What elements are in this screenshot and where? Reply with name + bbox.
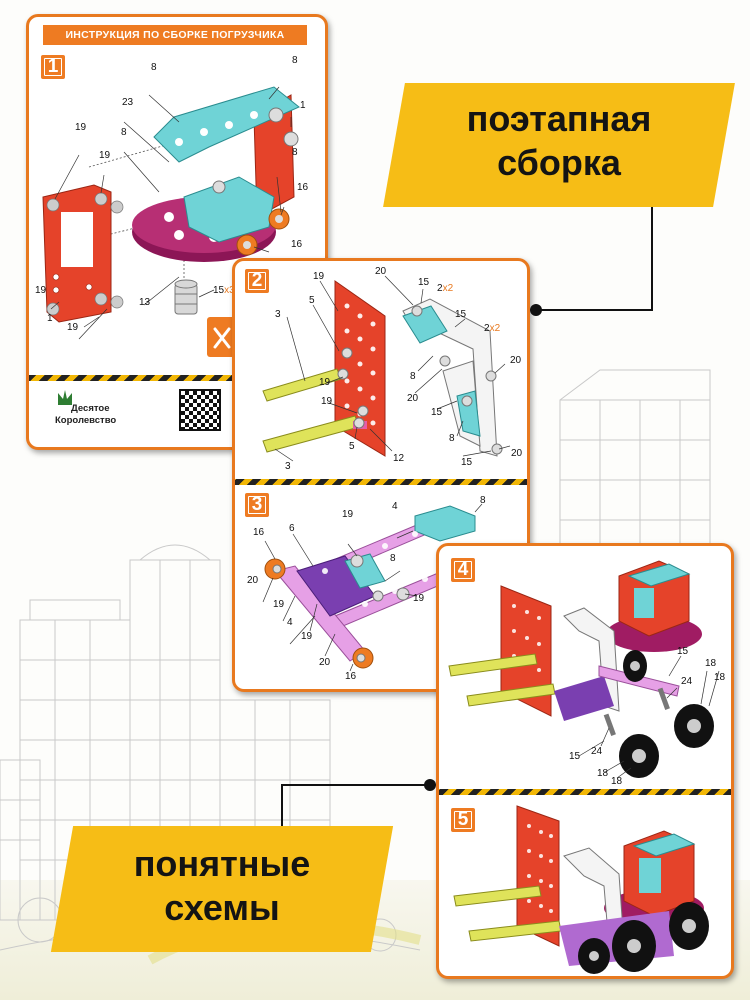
qr-code: [179, 389, 221, 431]
label-part-2-qty: 2x2: [484, 323, 501, 334]
label-part-12: 12: [393, 453, 405, 464]
logo-line-2: Королевство: [55, 415, 117, 426]
label-part-8: 8: [480, 495, 486, 506]
label-part-15: 15: [431, 407, 443, 418]
label-part-5: 5: [349, 441, 355, 452]
label-part-20: 20: [247, 575, 259, 586]
label-part-24: 24: [591, 746, 603, 757]
step-number-3: 3: [245, 493, 269, 517]
label-part-16: 16: [291, 239, 303, 250]
step-number-5: 5: [451, 808, 475, 832]
label-part-18: 18: [714, 672, 726, 683]
label-part-1: 1: [47, 313, 53, 324]
label-part-19: 19: [342, 509, 354, 520]
crown-icon: [58, 390, 72, 405]
label-part-19: 19: [301, 631, 313, 642]
label-part-23: 23: [122, 97, 134, 108]
hazard-stripe: [29, 375, 234, 381]
step-5-diagram: [453, 805, 709, 974]
label-part-8: 8: [390, 553, 396, 564]
label-part-19: 19: [67, 322, 79, 333]
wheel: [669, 902, 709, 950]
label-part-8: 8: [151, 62, 157, 73]
label-part-13: 13: [139, 297, 151, 308]
label-part-19: 19: [321, 396, 333, 407]
wheel: [674, 704, 714, 748]
label-part-8: 8: [292, 55, 298, 66]
wheel: [612, 920, 656, 972]
label-part-1: 1: [300, 100, 306, 111]
step-number-4: 4: [451, 558, 475, 582]
label-part-15: 15: [461, 457, 473, 468]
label-part-8: 8: [410, 371, 416, 382]
hazard-stripe: [235, 479, 527, 485]
label-part-16: 16: [345, 671, 357, 682]
label-part-4: 4: [287, 617, 293, 628]
label-part-19: 19: [99, 150, 111, 161]
label-part-18: 18: [597, 768, 609, 779]
wheel: [623, 650, 647, 682]
instruction-title: ИНСТРУКЦИЯ ПО СБОРКЕ ПОГРУЗЧИКА: [43, 25, 307, 45]
step-2-diagram: [262, 275, 511, 462]
label-part-15: 15: [677, 646, 689, 657]
label-part-2-qty: 2x2: [437, 283, 454, 294]
label-part-19: 19: [413, 593, 425, 604]
logo-line-1: Десятое: [71, 403, 110, 414]
label-part-24: 24: [681, 676, 693, 687]
hazard-stripe: [439, 789, 731, 795]
label-part-16: 16: [297, 182, 309, 193]
label-part-19: 19: [273, 599, 285, 610]
label-part-4: 4: [392, 501, 398, 512]
label-part-19: 19: [35, 285, 47, 296]
label-part-16: 16: [253, 527, 265, 538]
label-part-6: 6: [289, 523, 295, 534]
banner-text-line-2: сборка: [497, 142, 621, 183]
connector-dot: [530, 304, 542, 316]
label-part-8: 8: [292, 147, 298, 158]
label-part-3: 3: [275, 309, 281, 320]
label-part-5: 5: [309, 295, 315, 306]
wheel: [578, 938, 610, 974]
label-part-20: 20: [511, 448, 523, 459]
connector-dot: [424, 779, 436, 791]
label-part-18: 18: [611, 776, 623, 787]
label-part-19: 19: [75, 122, 87, 133]
step-4-diagram: [448, 560, 720, 779]
banner-text-line-1: понятные: [133, 843, 311, 884]
brand-logo: Десятое Королевство: [51, 387, 141, 432]
label-part-15: 15: [455, 309, 467, 320]
label-part-19: 19: [319, 377, 331, 388]
banner-step-by-step: поэтапная сборка: [383, 83, 735, 207]
label-part-15: 15: [569, 751, 581, 762]
label-part-3: 3: [285, 461, 291, 472]
label-part-19: 19: [313, 271, 325, 282]
instruction-card-steps-4-5: 4: [436, 543, 734, 979]
step-1-diagram: [42, 86, 300, 340]
step-number-2: 2: [245, 269, 269, 293]
wheel: [619, 734, 659, 778]
label-part-8: 8: [121, 127, 127, 138]
label-part-18: 18: [705, 658, 717, 669]
label-part-15: 15x3: [213, 285, 235, 296]
banner-text-line-1: поэтапная: [466, 98, 652, 139]
label-part-8: 8: [449, 433, 455, 444]
banner-clear-diagrams: понятные схемы: [50, 826, 394, 952]
label-part-20: 20: [319, 657, 331, 668]
step-number-1: 1: [41, 55, 65, 79]
label-part-20: 20: [375, 266, 387, 277]
label-part-15: 15: [418, 277, 430, 288]
label-part-20: 20: [510, 355, 522, 366]
banner-text-line-2: схемы: [164, 887, 280, 928]
label-part-20: 20: [407, 393, 419, 404]
